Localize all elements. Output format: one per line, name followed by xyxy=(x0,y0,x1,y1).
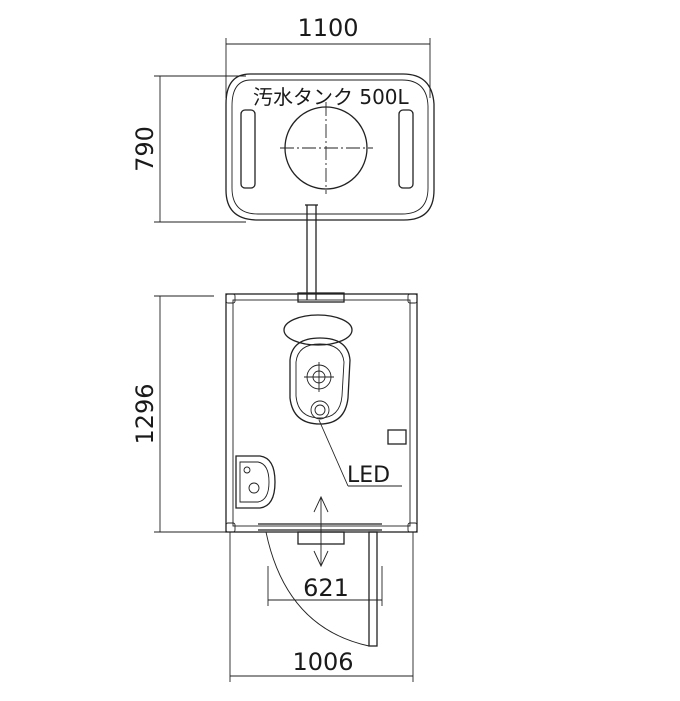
door-leaf xyxy=(368,531,378,647)
cabin-depth-value: 1296 xyxy=(131,383,159,444)
tank-width-value: 1100 xyxy=(297,14,358,42)
cabin-width-dimension: 1006 xyxy=(229,532,414,682)
waste-tank: 汚水タンク 500L xyxy=(225,73,435,221)
tank-width-dimension: 1100 xyxy=(225,14,431,98)
tank-depth-value: 790 xyxy=(131,126,159,172)
cabin-width-value: 1006 xyxy=(292,648,353,676)
hand-basin xyxy=(235,455,276,509)
toilet-hood xyxy=(283,314,353,346)
led-callout: LED xyxy=(318,419,407,488)
door-swing-arc xyxy=(265,531,370,647)
tank-label: 汚水タンク 500L xyxy=(253,85,410,109)
led-fixture xyxy=(387,429,407,445)
entry-arrow xyxy=(313,495,329,568)
toilet-pan xyxy=(283,314,353,425)
cabin xyxy=(225,293,418,533)
door-width-dimension: 621 xyxy=(267,566,383,606)
door-width-value: 621 xyxy=(303,574,349,602)
tank-right-grip xyxy=(398,109,414,189)
drain-pipe xyxy=(297,204,345,303)
tank-depth-dimension: 790 xyxy=(131,75,246,223)
led-label: LED xyxy=(347,463,390,488)
tank-left-grip xyxy=(240,109,256,189)
cabin-depth-dimension: 1296 xyxy=(131,295,236,533)
